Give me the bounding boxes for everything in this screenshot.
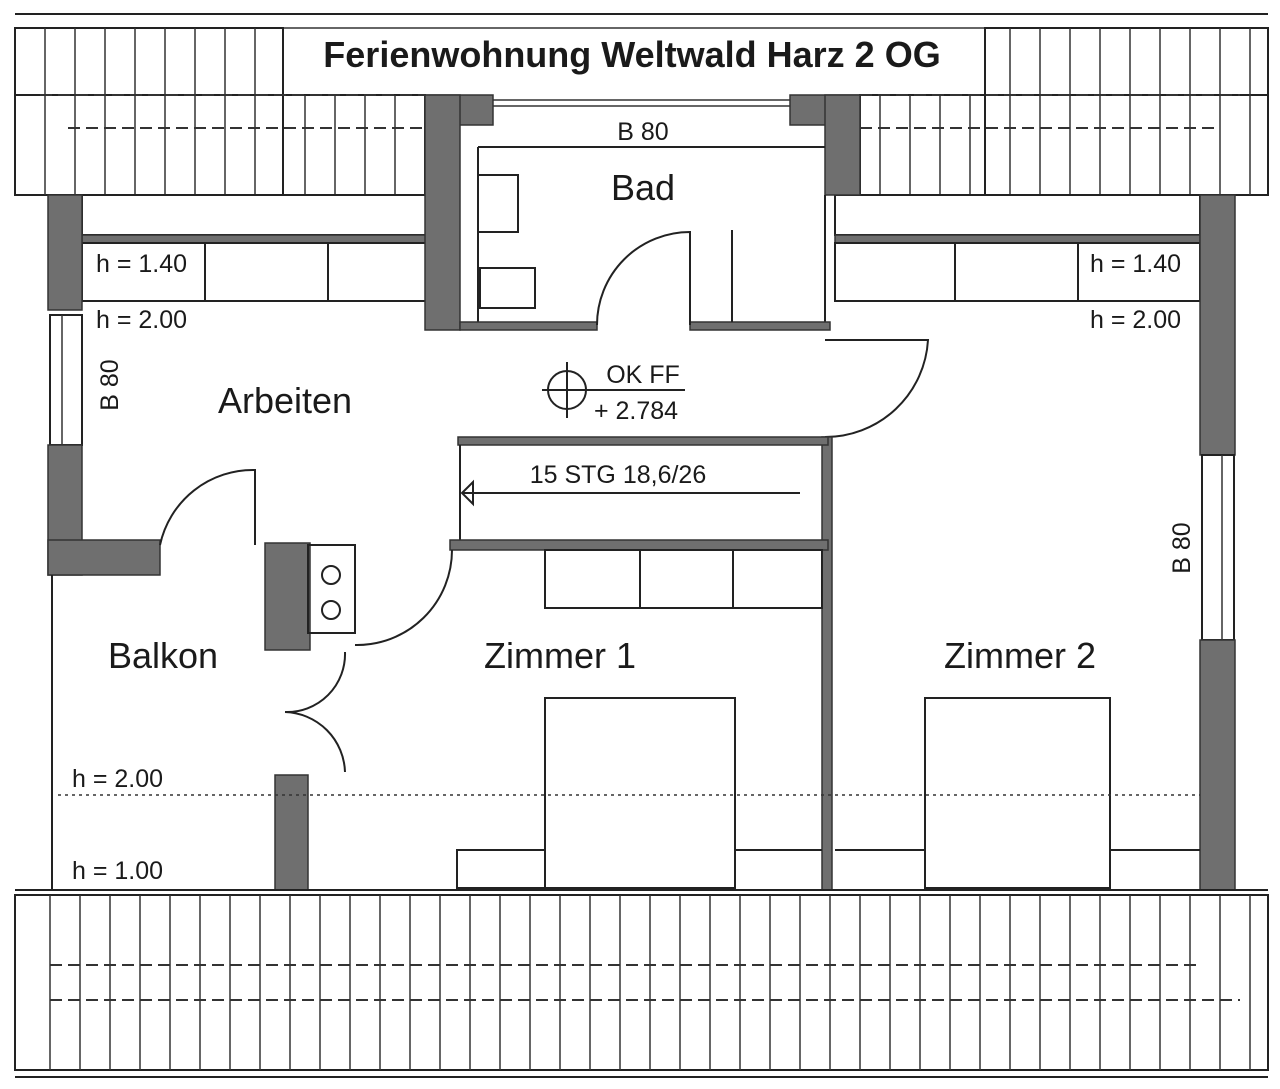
nightstand <box>456 849 546 889</box>
level-name: OK FF <box>606 361 680 389</box>
level-value: + 2.784 <box>594 397 678 425</box>
roof-bottom <box>14 889 1269 1078</box>
eave-strip-right <box>834 194 1201 236</box>
height-label: h = 2.00 <box>96 306 187 334</box>
room-label-zimmer2: Zimmer 2 <box>944 635 1096 676</box>
bed-zimmer2 <box>924 697 1111 889</box>
door-zimmer1[interactable] <box>354 549 453 647</box>
wall <box>834 234 1201 244</box>
roof-top <box>14 13 1269 196</box>
left-window-label: B 80 <box>96 359 124 410</box>
wardrobe-zimmer1 <box>544 549 823 609</box>
eave-strip-left <box>81 194 451 236</box>
height-label: h = 1.40 <box>1090 250 1181 278</box>
window-right <box>1201 454 1235 641</box>
level-marker-icon <box>542 362 685 418</box>
height-label: h = 2.00 <box>1090 306 1181 334</box>
door-arbeiten-balkon[interactable] <box>159 468 256 546</box>
height-label: h = 2.00 <box>72 765 163 793</box>
wall <box>47 194 83 311</box>
height-label: h = 1.40 <box>96 250 187 278</box>
bad-window-label: B 80 <box>617 118 668 146</box>
wall <box>1199 639 1236 891</box>
bathroom <box>424 94 861 331</box>
room-label-arbeiten: Arbeiten <box>218 380 352 421</box>
plan-title: Ferienwohnung Weltwald Harz 2 OG <box>323 34 940 75</box>
height-label: h = 1.00 <box>72 857 163 885</box>
door-balkon[interactable] <box>284 651 347 773</box>
right-window-label: B 80 <box>1168 522 1196 573</box>
kitchenette <box>264 542 356 651</box>
wall <box>47 539 161 576</box>
room-label-balkon: Balkon <box>108 635 218 676</box>
wall <box>274 774 309 891</box>
wall <box>1199 194 1236 456</box>
bed-zimmer1 <box>544 697 736 889</box>
door-zimmer2[interactable] <box>824 339 930 439</box>
stairs-label: 15 STG 18,6/26 <box>530 461 707 489</box>
room-label-bad: Bad <box>611 167 675 208</box>
staircase <box>449 436 829 551</box>
wall <box>81 234 451 244</box>
wall <box>821 436 833 891</box>
window-left <box>49 314 83 446</box>
room-label-zimmer1: Zimmer 1 <box>484 635 636 676</box>
